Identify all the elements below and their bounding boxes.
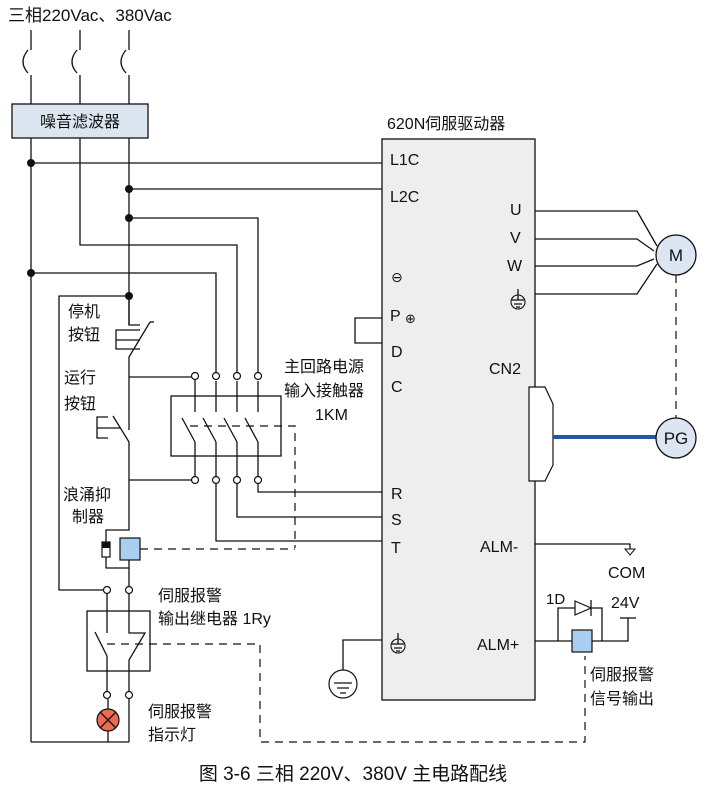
run-button-label-2: 按钮	[64, 395, 96, 413]
circuit-breakers	[22, 30, 130, 105]
terminal-p-plus: ⊕	[405, 311, 416, 326]
signal-out-label-2: 信号输出	[590, 690, 654, 708]
terminal-l2c: L2C	[390, 189, 419, 206]
servo-drive	[381, 138, 536, 701]
alarm-lamp	[31, 699, 130, 743]
alarm-relay-coil	[571, 629, 593, 653]
relay-label-2: 输出继电器 1Ry	[158, 610, 271, 628]
alm-minus-label: ALM-	[480, 539, 518, 556]
contactor-coil	[119, 537, 141, 561]
contactor-label-1: 主回路电源	[284, 358, 364, 376]
encoder-pg	[655, 417, 697, 459]
terminal-r: R	[391, 486, 403, 503]
terminal-w: W	[507, 258, 523, 275]
run-button-label-1: 运行	[64, 369, 96, 387]
contactor-1km	[129, 371, 382, 548]
relay-label-1: 伺服报警	[158, 587, 222, 605]
diode-label: 1D	[546, 591, 565, 608]
lamp-label-1: 伺服报警	[148, 703, 212, 721]
terminal-p: P	[390, 308, 401, 325]
supply-title: 三相220Vac、380Vac	[8, 6, 172, 25]
alarm-relay-1ry	[86, 585, 586, 743]
terminal-u: U	[510, 202, 522, 219]
com-ground-icon	[623, 548, 637, 556]
figure-caption: 图 3-6 三相 220V、380V 主电路配线	[199, 763, 507, 785]
terminal-l1c: L1C	[390, 152, 419, 169]
pe-ground-icon	[328, 633, 406, 699]
cn2-label: CN2	[489, 361, 521, 378]
terminal-minus: ⊖	[391, 269, 403, 285]
com-label: COM	[608, 565, 645, 582]
main-wires	[30, 138, 382, 742]
contactor-label-3: 1KM	[315, 407, 348, 424]
alarm-output-circuit	[535, 600, 636, 642]
motor-wires	[535, 210, 658, 295]
alm-plus-label: ALM+	[477, 637, 519, 654]
terminal-t: T	[391, 540, 401, 557]
terminal-v: V	[510, 230, 521, 247]
terminal-d: D	[391, 344, 403, 361]
stop-button-label-1: 停机	[68, 303, 100, 321]
surge-label-2: 制器	[72, 508, 104, 526]
pd-jumper	[354, 317, 382, 344]
noise-filter	[11, 103, 149, 139]
drive-title: 620N伺服驱动器	[387, 115, 505, 133]
lamp-label-2: 指示灯	[148, 726, 196, 744]
stop-button-switch	[115, 296, 154, 377]
surge-label-1: 浪涌抑	[63, 486, 111, 504]
v24-label: 24V	[611, 595, 640, 612]
encoder-label: PG	[664, 429, 689, 448]
terminal-c: C	[391, 379, 403, 396]
motor-label: M	[669, 246, 683, 265]
signal-out-label-1: 伺服报警	[590, 666, 654, 684]
contactor-label-2: 输入接触器	[284, 382, 364, 400]
drive-ground-icon	[510, 289, 526, 310]
cn2-connector[interactable]	[528, 386, 554, 482]
alm-minus-wire	[535, 543, 631, 549]
noise-filter-label: 噪音滤波器	[40, 113, 120, 131]
run-button-switch	[96, 376, 195, 480]
terminal-s: S	[391, 512, 402, 529]
surge-suppressor	[101, 480, 130, 569]
stop-button-label-2: 按钮	[68, 326, 100, 344]
